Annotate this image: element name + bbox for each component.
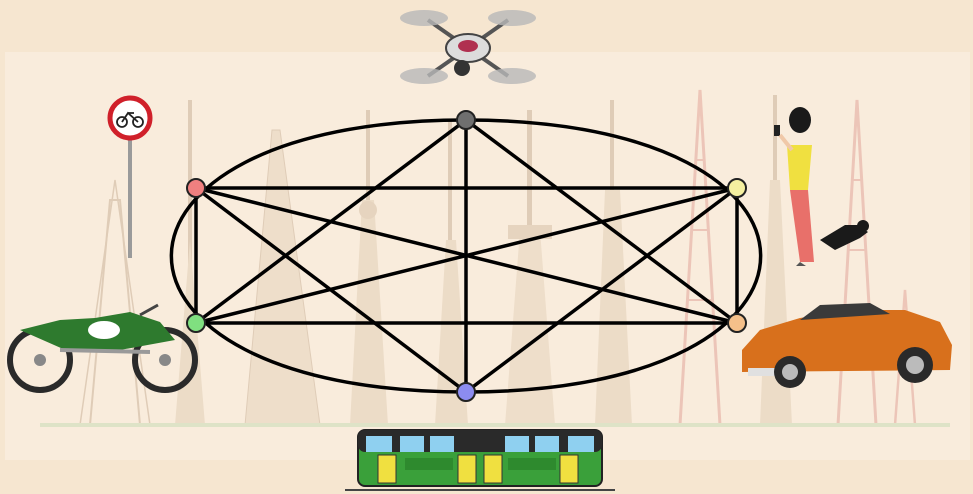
node-upper-right[interactable] <box>728 179 746 197</box>
node-lower-left[interactable] <box>187 314 205 332</box>
node-lower-right[interactable] <box>728 314 746 332</box>
node-bottom[interactable] <box>457 383 475 401</box>
node-upper-left[interactable] <box>187 179 205 197</box>
node-top[interactable] <box>457 111 475 129</box>
tram-icon <box>345 430 615 490</box>
ground-strip <box>40 423 950 427</box>
